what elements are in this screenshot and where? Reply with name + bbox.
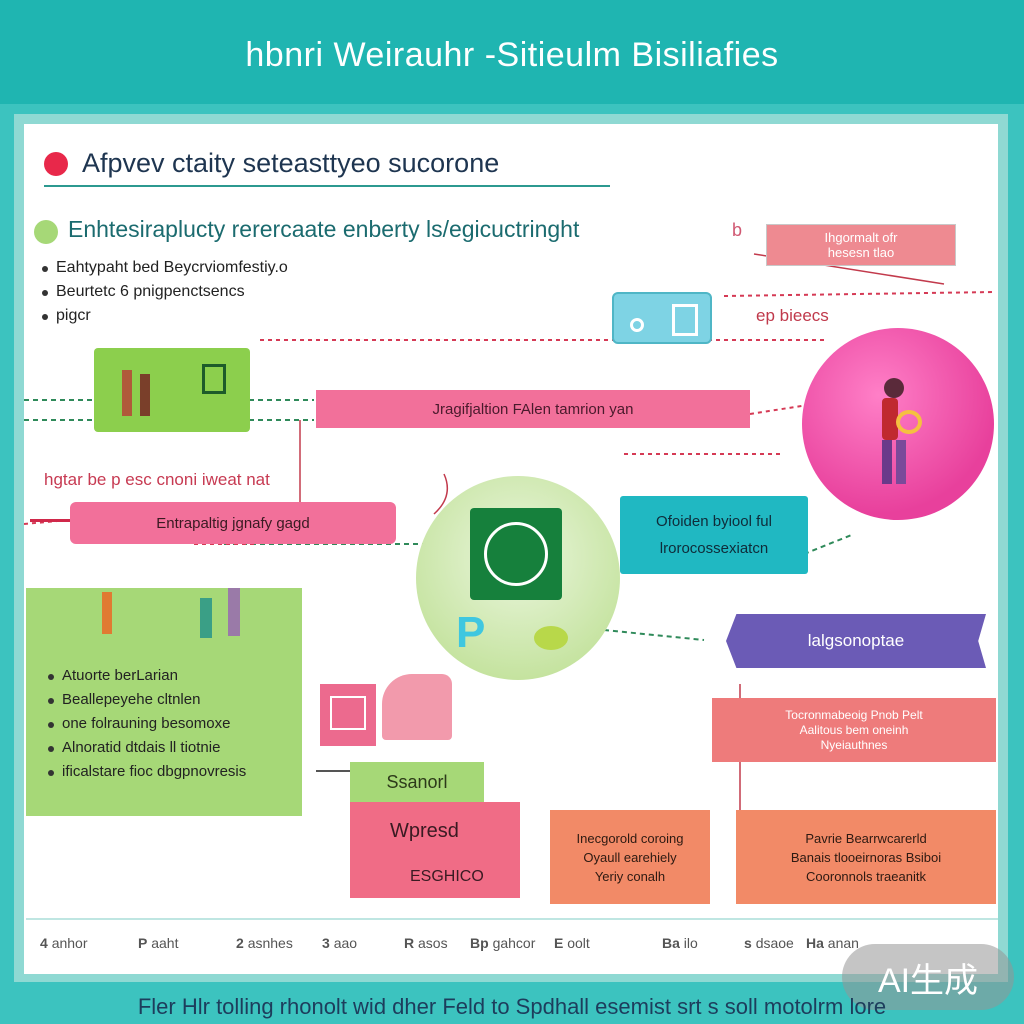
- dial-icon: [630, 318, 644, 332]
- leaf-icon: [534, 626, 568, 650]
- bottom-cell: Ba ilo: [662, 935, 698, 951]
- person-leg-icon: [896, 440, 906, 484]
- magenta-circle: [802, 328, 994, 520]
- top-right-badge: Ihgormalt ofr hesesn tlao: [766, 224, 956, 266]
- bottom-cell: s dsaoe: [744, 935, 794, 951]
- list-item: Beurtetc 6 pnigpenctsencs: [40, 280, 380, 304]
- orange-box-line: Oyaull earehiely: [583, 849, 677, 865]
- section-2-marker: [34, 220, 58, 244]
- salmon-box-line: Aalitous bem oneinh: [799, 722, 909, 737]
- bottom-cell: Ha anan: [806, 935, 859, 951]
- bottom-cell: 3 aao: [322, 935, 358, 951]
- teal-box-line: lrorocossexiatcn: [659, 540, 769, 557]
- window-grid-icon: [330, 696, 366, 730]
- bottom-cell: Bp gahcor: [470, 935, 536, 951]
- window-icon: [672, 304, 698, 336]
- section-2-bullets: Eahtypaht bed Beycrviomfestiy.o Beurtetc…: [40, 256, 380, 328]
- figure-icon: [140, 374, 150, 416]
- person-body-icon: [882, 398, 898, 440]
- salmon-box-line: Nyeiauthnes: [820, 737, 888, 752]
- pink-left-bar: Entrapaltig jgnafy gagd: [70, 502, 396, 544]
- footer-text: Fler Hlr tolling rhonolt wid dher Feld t…: [137, 994, 887, 1019]
- figure-icon: [200, 598, 212, 638]
- bottom-cell: 4 anhor: [40, 935, 88, 951]
- section-2-tag: b: [732, 220, 743, 240]
- list-item: pigcr: [40, 304, 380, 328]
- orange-info-box: Inecgorold coroing Oyaull earehiely Yeri…: [550, 810, 710, 904]
- header-bar: hbnri Weirauhr -Sitieulm Bisiliafies: [0, 0, 1024, 104]
- device-illustration: [612, 292, 712, 344]
- hub-letter: P: [456, 608, 486, 657]
- teal-box-line: Ofoiden byiool ful: [656, 513, 772, 530]
- building-block: [382, 674, 452, 740]
- section-1-marker: [44, 152, 68, 176]
- orange-right-line: Cooronnols traeanitk: [806, 868, 926, 884]
- door-icon: [202, 364, 226, 394]
- figure-icon: [228, 588, 240, 636]
- orange-box-line: Inecgorold coroing: [576, 830, 684, 846]
- list-item: Atuorte berLarian: [46, 664, 306, 688]
- list-item: Alnoratid dtdais ll tiotnie: [46, 736, 306, 760]
- flower-icon: [896, 410, 922, 434]
- badge-line: hesesn tlao: [827, 245, 895, 260]
- globe-icon: [484, 522, 548, 586]
- orange-box-line: Yeriy conalh: [594, 868, 666, 884]
- list-item: ificalstare fioc dbgpnovresis: [46, 760, 306, 784]
- page-title: hbnri Weirauhr -Sitieulm Bisiliafies: [245, 36, 779, 74]
- teal-info-box: Ofoiden byiool ful lrorocossexiatcn: [620, 496, 808, 574]
- pink-logo-sub: ESGHICO: [410, 868, 484, 885]
- bottom-cell: R asos: [404, 935, 448, 951]
- figure-icon: [102, 592, 112, 634]
- figure-icon: [122, 370, 132, 416]
- pink-logo-card: Wpresd ESGHICO: [350, 802, 520, 898]
- arrow-line: [316, 770, 350, 772]
- building-icon: [320, 672, 460, 746]
- ai-watermark-badge: AI生成: [842, 944, 1014, 1010]
- purple-ribbon: lalgsonoptae: [726, 614, 986, 668]
- top-right-tag: ep bieecs: [756, 306, 829, 325]
- pink-process-bar: Jragifjaltion FAlen tamrion yan: [316, 390, 750, 428]
- arrow-line: [30, 519, 70, 522]
- section-1-divider: [44, 185, 610, 187]
- left-green-card: [26, 588, 302, 816]
- bottom-divider: [26, 918, 998, 920]
- badge-line: Ihgormalt ofr: [824, 230, 898, 245]
- salmon-box-line: Tocronmabeoig Pnob Pelt: [785, 707, 923, 722]
- orange-right-line: Banais tlooeirnoras Bsiboi: [790, 849, 942, 865]
- orange-right-box: Pavrie Bearrwcarerld Banais tlooeirnoras…: [736, 810, 996, 904]
- bottom-cell: E oolt: [554, 935, 590, 951]
- orange-right-line: Pavrie Bearrwcarerld: [805, 830, 927, 846]
- section-2-title: Enhtesiraplucty rerercaate enberty ls/eg…: [68, 216, 580, 242]
- list-item: one folrauning besomoxe: [46, 712, 306, 736]
- green-photo-card: [94, 348, 250, 432]
- pink-logo-text: Wpresd: [390, 820, 459, 842]
- hub-logo-icon: [470, 508, 562, 600]
- green-label: Ssanorl: [350, 762, 484, 802]
- center-hub: P: [416, 476, 620, 680]
- bottom-cell: P aaht: [138, 935, 179, 951]
- list-item: Beallepeyehe cltnlen: [46, 688, 306, 712]
- person-leg-icon: [882, 440, 892, 484]
- bottom-cell: 2 asnhes: [236, 935, 293, 951]
- salmon-info-box: Tocronmabeoig Pnob Pelt Aalitous bem one…: [712, 698, 996, 762]
- building-block: [320, 684, 376, 746]
- list-item: Eahtypaht bed Beycrviomfestiy.o: [40, 256, 380, 280]
- person-head-icon: [884, 378, 904, 398]
- left-card-bullets: Atuorte berLarian Beallepeyehe cltnlen o…: [46, 664, 306, 784]
- section-3-title: hgtar be p esc cnoni iweat nat: [44, 470, 270, 489]
- section-1-title: Afpvev ctaity seteasttyeo sucorone: [82, 148, 500, 178]
